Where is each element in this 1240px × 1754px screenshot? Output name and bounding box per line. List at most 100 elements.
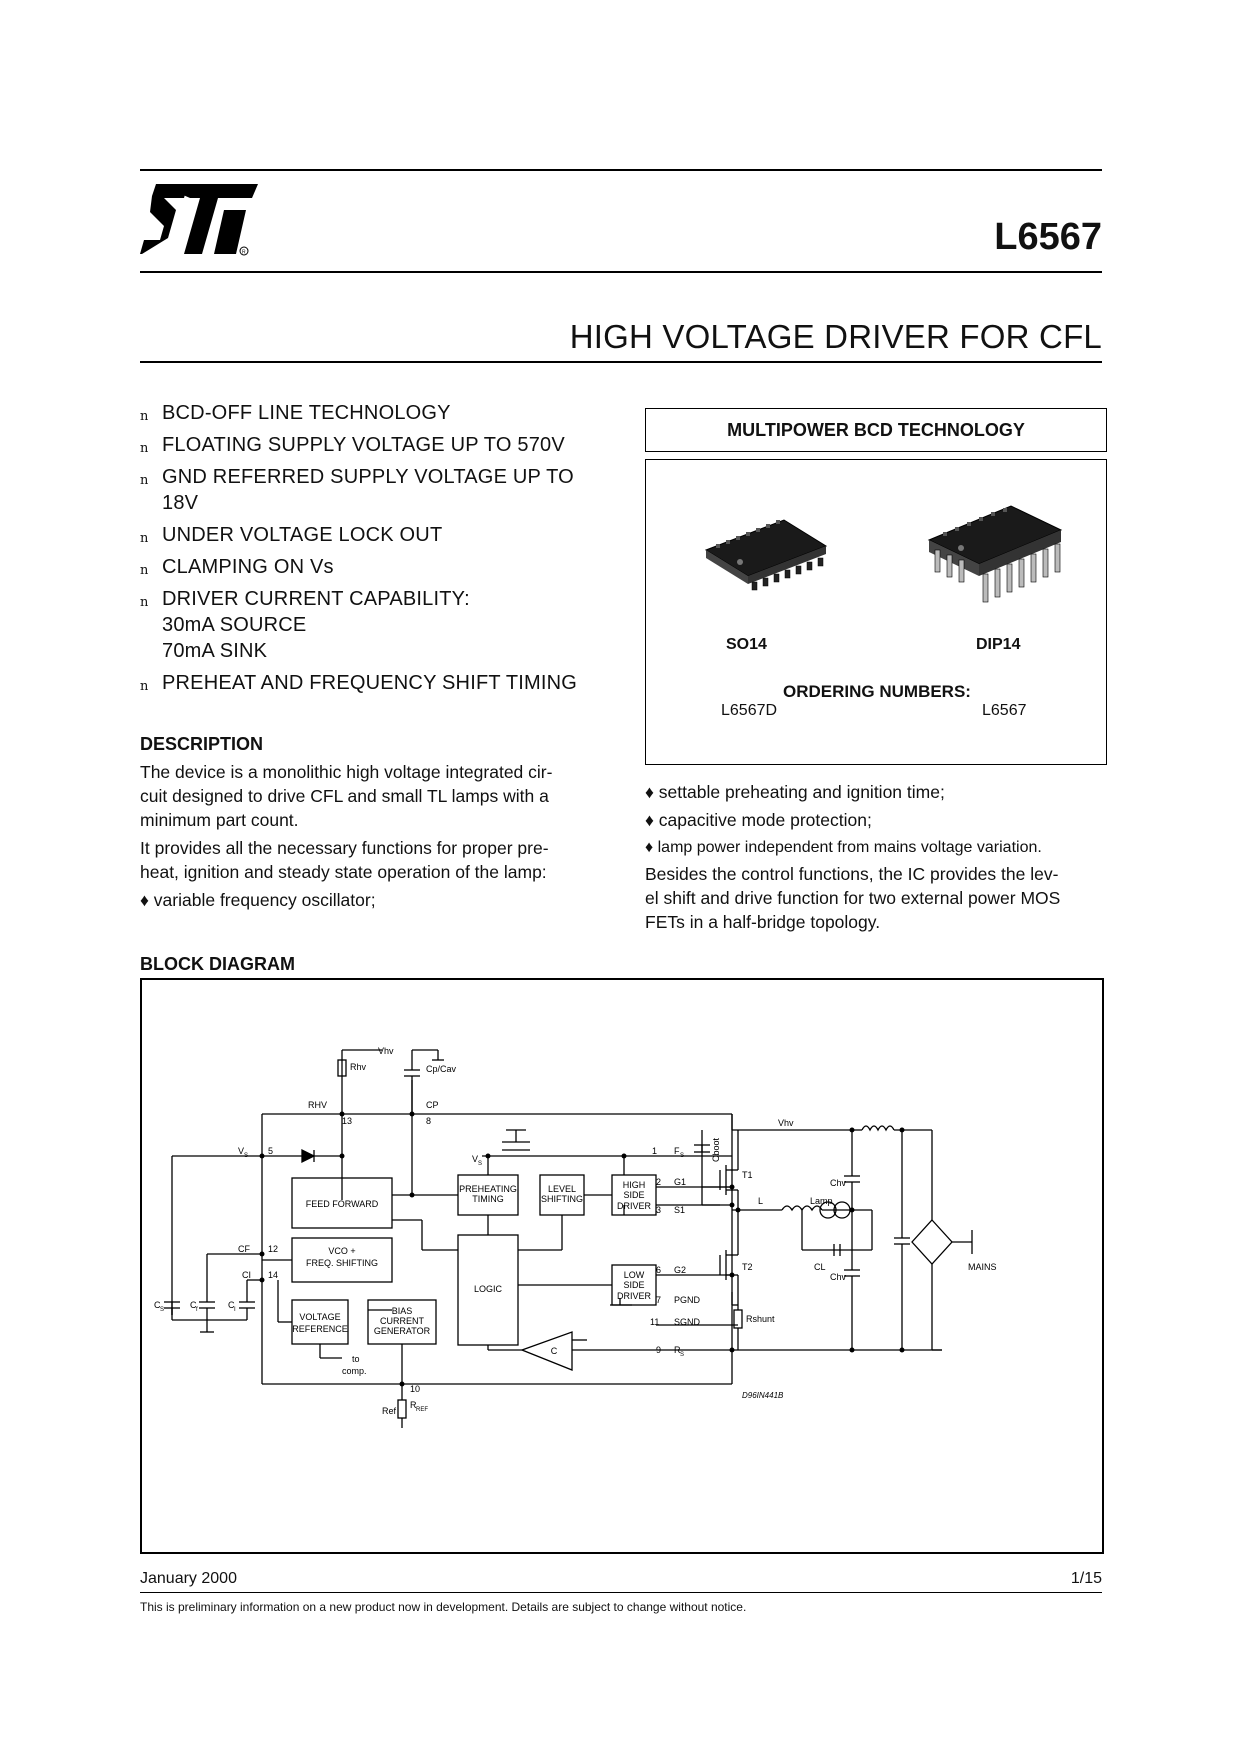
svg-text:9: 9 (656, 1345, 661, 1355)
svg-text:GENERATOR: GENERATOR (374, 1326, 431, 1336)
svg-text:S: S (244, 1153, 248, 1159)
svg-text:V: V (472, 1154, 478, 1164)
bullet-marker: n (140, 563, 149, 578)
so14-package-image (704, 519, 828, 591)
svg-text:comp.: comp. (342, 1366, 367, 1376)
svg-text:VOLTAGE: VOLTAGE (299, 1312, 340, 1322)
svg-text:S1: S1 (674, 1205, 685, 1215)
svg-text:MAINS: MAINS (968, 1262, 997, 1272)
svg-text:11: 11 (650, 1317, 659, 1327)
svg-text:RHV: RHV (308, 1100, 327, 1110)
svg-text:5: 5 (268, 1146, 273, 1156)
bullet-marker: n (140, 409, 149, 424)
bullet-marker: n (140, 473, 149, 488)
svg-text:C: C (154, 1300, 161, 1310)
footer-note: This is preliminary information on a new… (140, 1600, 747, 1614)
svg-text:S: S (680, 1352, 684, 1358)
svg-text:DRIVER: DRIVER (617, 1201, 652, 1211)
svg-text:PREHEATING: PREHEATING (459, 1184, 517, 1194)
dip14-package-image (927, 505, 1063, 603)
svg-text:to: to (352, 1354, 360, 1364)
svg-text:S: S (160, 1307, 164, 1313)
description-left: The device is a monolithic high voltage … (140, 762, 553, 910)
svg-text:S: S (680, 1153, 684, 1159)
svg-text:6: 6 (656, 1265, 661, 1275)
svg-text:7: 7 (656, 1295, 661, 1305)
svg-text:TIMING: TIMING (472, 1194, 504, 1204)
svg-text:1: 1 (652, 1146, 657, 1156)
svg-text:CURRENT: CURRENT (380, 1316, 425, 1326)
svg-text:G1: G1 (674, 1177, 686, 1187)
svg-text:I: I (234, 1307, 236, 1313)
svg-text:D96IN441B: D96IN441B (742, 1391, 784, 1400)
svg-text:SHIFTING: SHIFTING (541, 1194, 583, 1204)
svg-text:T2: T2 (742, 1262, 753, 1272)
svg-text:8: 8 (426, 1116, 431, 1126)
footer-date: January 2000 (140, 1570, 237, 1587)
svg-text:F: F (674, 1146, 680, 1156)
svg-text:10: 10 (410, 1384, 420, 1394)
part-number: L6567 (994, 216, 1102, 258)
svg-text:Vhv: Vhv (778, 1118, 794, 1128)
svg-text:VCO +: VCO + (328, 1246, 355, 1256)
svg-text:FREQ. SHIFTING: FREQ. SHIFTING (306, 1258, 378, 1268)
bullet-marker: n (140, 531, 149, 546)
svg-text:SGND: SGND (674, 1317, 701, 1327)
svg-text:HIGH: HIGH (623, 1180, 646, 1190)
order-number-so14: L6567D (721, 702, 778, 719)
svg-text:CF: CF (238, 1244, 250, 1254)
description-right: ♦ settable preheating and ignition time;… (645, 782, 1061, 932)
svg-text:L: L (758, 1196, 763, 1206)
technology-title-box: MULTIPOWER BCD TECHNOLOGY (645, 408, 1107, 452)
svg-text:Rshunt: Rshunt (746, 1314, 775, 1324)
svg-text:G2: G2 (674, 1265, 686, 1275)
header-rule (140, 271, 1102, 273)
svg-text:CL: CL (814, 1262, 826, 1272)
ordering-numbers-title: ORDERING NUMBERS: (783, 682, 971, 701)
svg-text:C: C (190, 1300, 197, 1310)
svg-text:C: C (228, 1300, 235, 1310)
bullet-marker: n (140, 441, 149, 456)
svg-text:Cboot: Cboot (711, 1137, 721, 1162)
svg-text:Cp/Cav: Cp/Cav (426, 1064, 457, 1074)
subtitle-rule (140, 361, 1102, 363)
svg-text:Rhv: Rhv (350, 1062, 367, 1072)
order-number-dip14: L6567 (982, 702, 1027, 719)
block-diagram-heading: BLOCK DIAGRAM (140, 954, 295, 974)
svg-text:13: 13 (342, 1116, 352, 1126)
st-logo: R (140, 184, 258, 256)
svg-text:C: C (551, 1346, 558, 1356)
dip14-label: DIP14 (976, 636, 1021, 653)
svg-text:14: 14 (268, 1270, 278, 1280)
svg-text:Ref: Ref (382, 1406, 397, 1416)
svg-text:LEVEL: LEVEL (548, 1184, 576, 1194)
so14-label: SO14 (726, 636, 767, 653)
svg-text:12: 12 (268, 1244, 278, 1254)
svg-text:Lamp: Lamp (810, 1196, 833, 1206)
svg-text:REFERENCE: REFERENCE (292, 1324, 348, 1334)
svg-text:BIAS: BIAS (392, 1306, 413, 1316)
svg-text:LOGIC: LOGIC (474, 1284, 503, 1294)
svg-text:LOW: LOW (624, 1270, 645, 1280)
block-diagram-frame: FEED FORWARD VCO + FREQ. SHIFTING VOLTAG… (140, 978, 1104, 1554)
document-subtitle: HIGH VOLTAGE DRIVER FOR CFL (569, 318, 1102, 355)
svg-text:2: 2 (656, 1177, 661, 1187)
svg-text:DRIVER: DRIVER (617, 1291, 652, 1301)
bullet-marker: n (140, 679, 149, 694)
svg-text:T1: T1 (742, 1170, 753, 1180)
svg-text:R: R (242, 250, 246, 256)
svg-text:REF: REF (416, 1407, 428, 1413)
svg-text:FEED FORWARD: FEED FORWARD (306, 1199, 379, 1209)
svg-text:SIDE: SIDE (623, 1280, 644, 1290)
block-diagram: FEED FORWARD VCO + FREQ. SHIFTING VOLTAG… (154, 1046, 997, 1428)
svg-text:PGND: PGND (674, 1295, 701, 1305)
svg-text:R: R (674, 1345, 681, 1355)
svg-text:f: f (196, 1307, 198, 1313)
